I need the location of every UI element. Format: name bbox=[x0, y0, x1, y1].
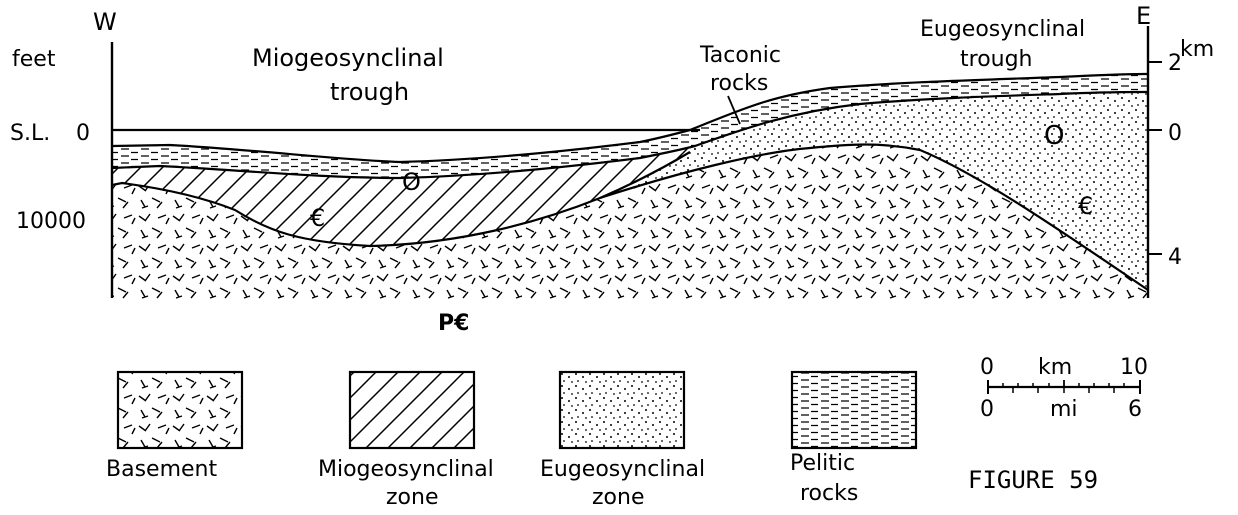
right-tick-label-0: 0 bbox=[1168, 121, 1182, 146]
sea-level-label: S.L. bbox=[10, 121, 50, 146]
legend-basement-label: Basement bbox=[106, 457, 217, 482]
legend-eugeosynclinal-swatch bbox=[560, 372, 684, 448]
legend-miogeosynclinal-label-2: zone bbox=[386, 485, 439, 510]
scale-km-start: 0 bbox=[980, 355, 994, 380]
scale-mi-label: mi bbox=[1050, 397, 1078, 422]
legend-eugeosynclinal-label: Eugeosynclinal bbox=[540, 457, 705, 482]
east-label: E bbox=[1136, 2, 1151, 30]
cross-section bbox=[112, 74, 1148, 300]
legend-pelitic-label-2: rocks bbox=[800, 481, 858, 506]
legend-miogeosynclinal-swatch bbox=[350, 372, 474, 448]
cambrian-label-miogeo: € bbox=[310, 204, 325, 232]
legend-pelitic-label: Pelitic bbox=[790, 451, 855, 476]
precambrian-label: P€ bbox=[438, 311, 469, 336]
scale-km-end: 10 bbox=[1120, 355, 1148, 380]
west-label: W bbox=[93, 8, 117, 36]
right-axis-unit: km bbox=[1180, 37, 1214, 62]
eugeosynclinal-trough-label-2: trough bbox=[960, 47, 1033, 72]
legend-eugeosynclinal-label-2: zone bbox=[592, 485, 645, 510]
eugeosynclinal-trough-label: Eugeosynclinal bbox=[920, 17, 1085, 42]
cambrian-label-eugeo: € bbox=[1078, 192, 1093, 220]
left-tick-label-10000: 10000 bbox=[16, 209, 86, 234]
scale-mi-start: 0 bbox=[980, 397, 994, 422]
taconic-label-2: rocks bbox=[710, 71, 768, 96]
ordovician-label-miogeo: O bbox=[402, 168, 421, 196]
ordovician-label-eugeo: O bbox=[1044, 121, 1064, 151]
miogeosynclinal-trough-label: Miogeosynclinal bbox=[252, 44, 444, 72]
miogeosynclinal-trough-label-2: trough bbox=[330, 78, 409, 106]
left-axis-unit: feet bbox=[12, 47, 56, 72]
left-tick-label-0: 0 bbox=[76, 121, 90, 146]
scale-km-label: km bbox=[1038, 355, 1072, 380]
legend: Basement Miogeosynclinal zone Eugeosyncl… bbox=[106, 372, 916, 510]
right-tick-label-2: 2 bbox=[1168, 51, 1182, 76]
scale-bar: 0 km 10 0 mi 6 bbox=[980, 355, 1148, 422]
right-tick-label-4: 4 bbox=[1168, 245, 1182, 270]
legend-basement-swatch bbox=[118, 372, 242, 448]
taconic-label: Taconic bbox=[699, 43, 781, 68]
scale-mi-end: 6 bbox=[1128, 397, 1142, 422]
legend-miogeosynclinal-label: Miogeosynclinal bbox=[318, 457, 494, 482]
figure-label: FIGURE 59 bbox=[968, 466, 1098, 494]
legend-pelitic-swatch bbox=[792, 372, 916, 448]
